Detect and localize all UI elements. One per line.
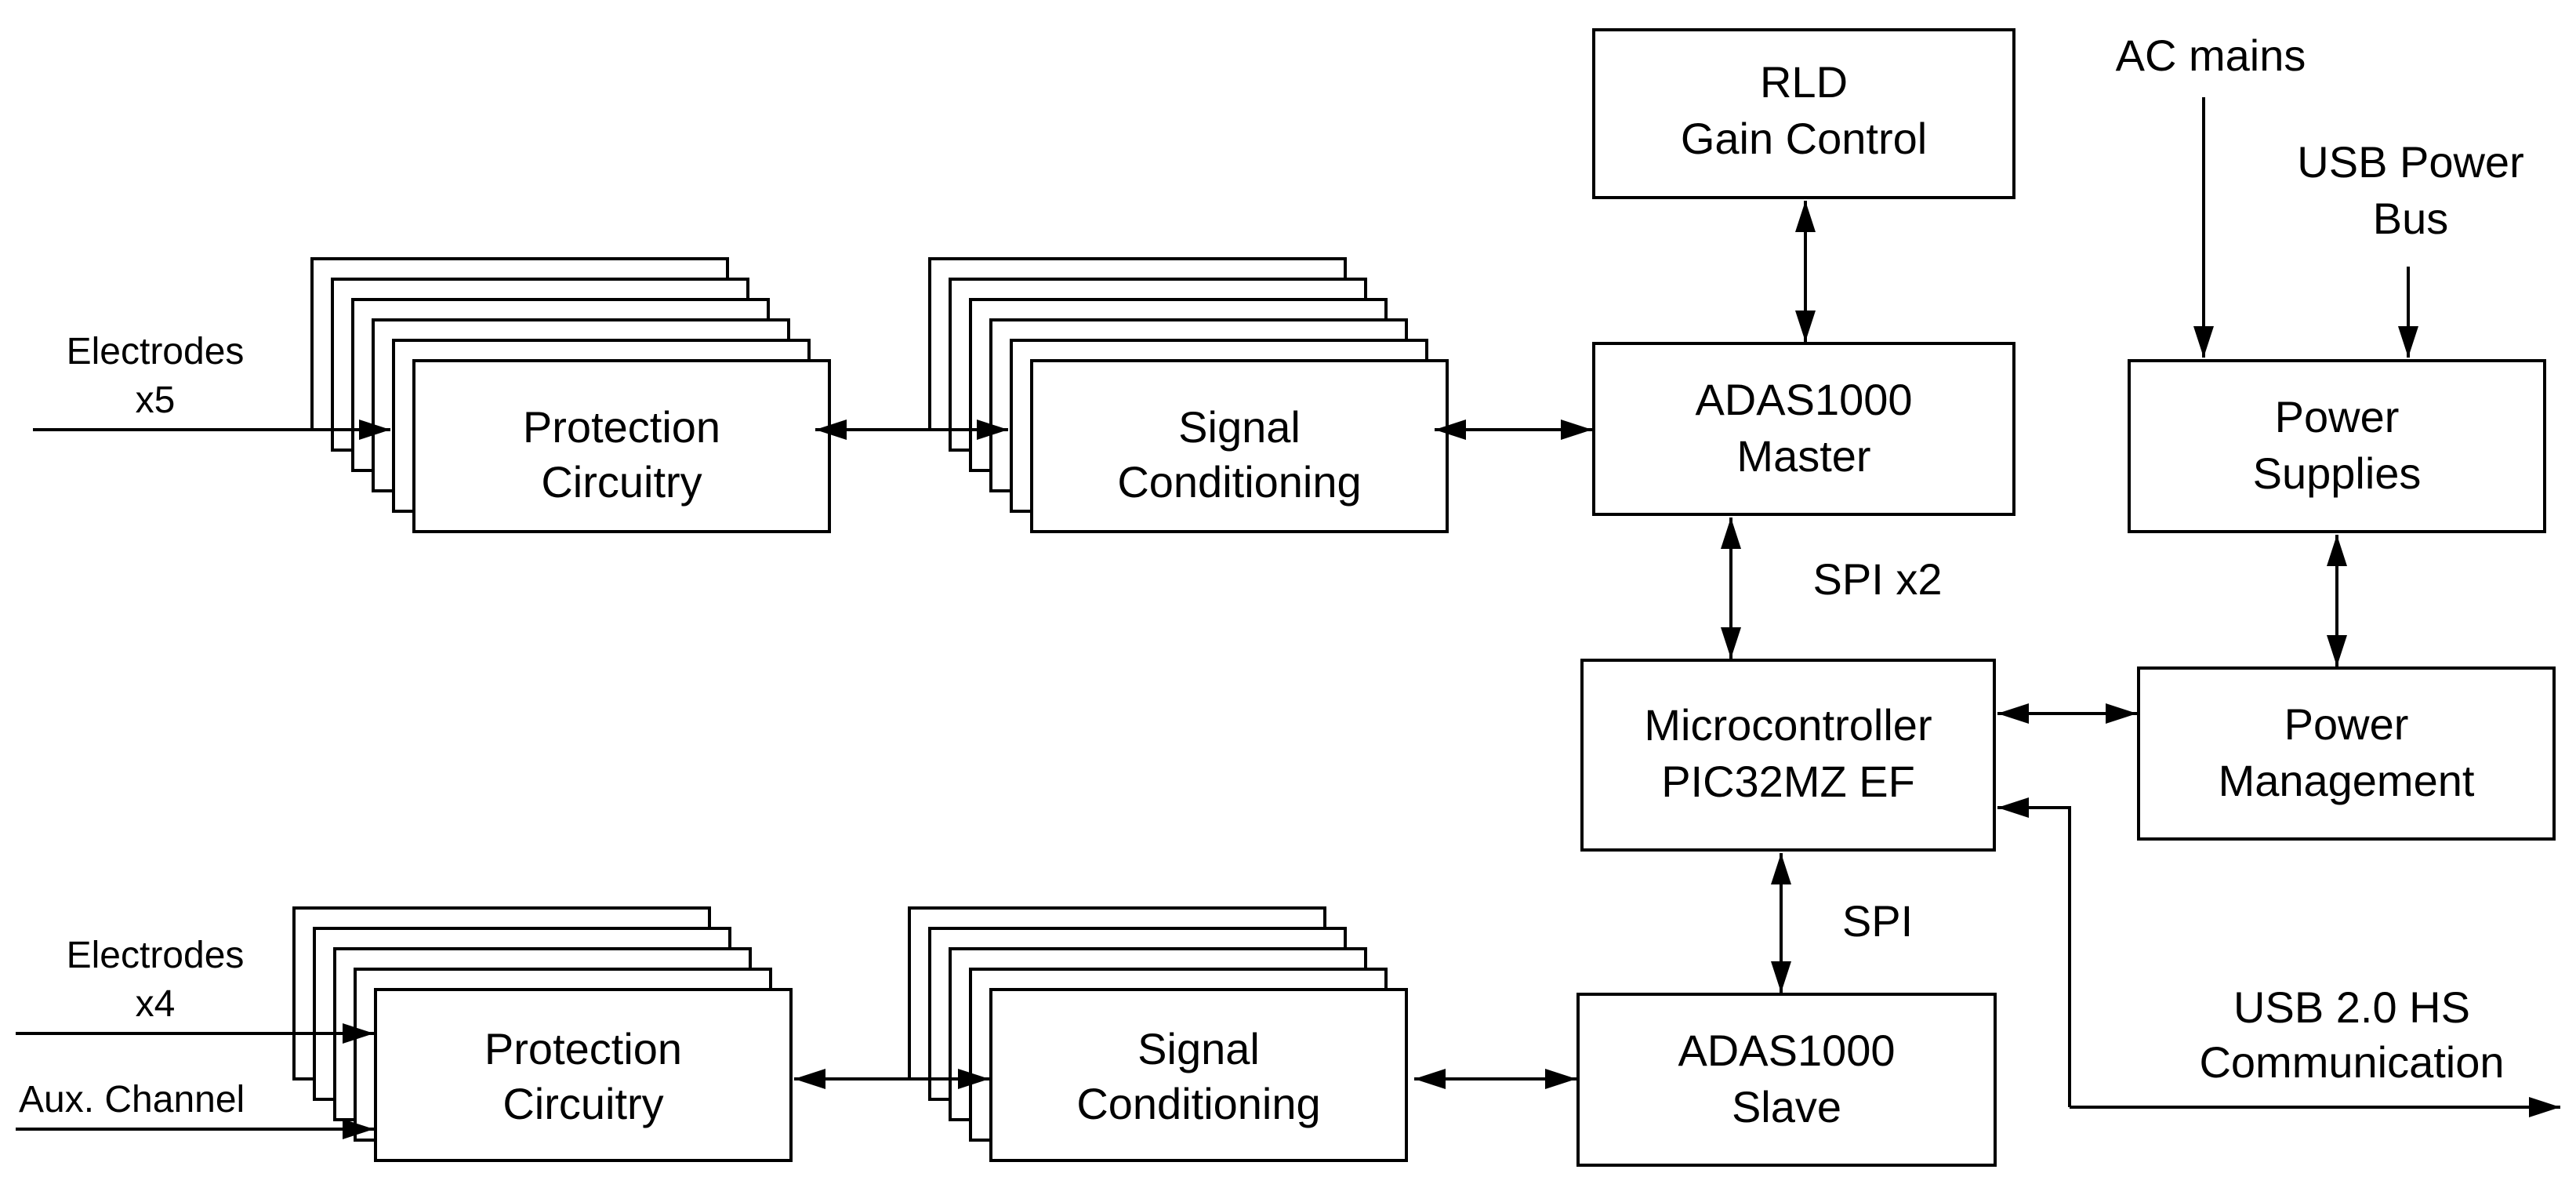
signal-conditioning-top-box <box>1030 359 1449 533</box>
adas-master-line2: Master <box>1736 431 1870 481</box>
adas-master-line1: ADAS1000 <box>1695 375 1912 424</box>
adas-slave-line1: ADAS1000 <box>1678 1026 1895 1075</box>
mcu-line2: PIC32MZ EF <box>1661 757 1915 806</box>
ac-mains-label: AC mains <box>2116 31 2306 80</box>
protection-top-line1: Protection <box>523 402 720 452</box>
protection-top-line2: Circuitry <box>541 457 702 507</box>
electrodes-top-label-line1: Electrodes <box>67 331 245 372</box>
rld-line2: Gain Control <box>1681 114 1927 163</box>
mcu-line1: Microcontroller <box>1644 700 1932 750</box>
adas1000-master-box <box>1592 342 2015 516</box>
protection-circuitry-bottom-box <box>374 988 793 1162</box>
aux-channel-label: Aux. Channel <box>19 1079 245 1120</box>
signal-bottom-line2: Conditioning <box>1076 1079 1320 1128</box>
rld-gain-control-box <box>1592 28 2015 199</box>
power-mgmt-line2: Management <box>2219 756 2475 805</box>
adas1000-slave-box <box>1576 993 1997 1167</box>
protection-circuitry-bottom-stack: Protection Circuitry <box>292 906 793 1162</box>
signal-conditioning-bottom-stack: Signal Conditioning <box>908 906 1408 1162</box>
protection-circuitry-top-stack: Protection Circuitry <box>310 257 831 533</box>
power-management-block: Power Management <box>2137 666 2556 841</box>
usb-comm-label-line2: Communication <box>2199 1037 2504 1087</box>
adas-slave-line2: Slave <box>1732 1082 1841 1131</box>
signal-bottom-line1: Signal <box>1137 1024 1260 1073</box>
rld-gain-control-block: RLD Gain Control <box>1592 28 2015 199</box>
spi-label: SPI <box>1842 896 1913 946</box>
adas1000-slave-block: ADAS1000 Slave <box>1576 993 1997 1167</box>
usb-power-label-line1: USB Power <box>2297 137 2523 187</box>
microcontroller-block: Microcontroller PIC32MZ EF <box>1580 659 1996 852</box>
signal-conditioning-top-stack: Signal Conditioning <box>928 257 1449 533</box>
power-supplies-box <box>2128 359 2546 533</box>
signal-top-line2: Conditioning <box>1117 457 1361 507</box>
rld-line1: RLD <box>1760 57 1848 107</box>
spi-x2-label: SPI x2 <box>1813 554 1943 604</box>
adas1000-master-block: ADAS1000 Master <box>1592 342 2015 516</box>
power-supplies-block: Power Supplies <box>2128 359 2546 533</box>
microcontroller-box <box>1580 659 1996 852</box>
protection-bottom-line1: Protection <box>484 1024 682 1073</box>
signal-top-line1: Signal <box>1178 402 1301 452</box>
signal-conditioning-bottom-box <box>989 988 1408 1162</box>
usb-power-label-line2: Bus <box>2373 194 2449 243</box>
power-supplies-line1: Power <box>2275 392 2400 441</box>
usb-comm-label-line1: USB 2.0 HS <box>2233 982 2470 1032</box>
power-supplies-line2: Supplies <box>2253 449 2422 498</box>
electrodes-top-label-line2: x5 <box>136 380 176 421</box>
protection-bottom-line2: Circuitry <box>503 1079 663 1128</box>
protection-circuitry-top-box <box>412 359 831 533</box>
electrodes-bottom-label-line2: x4 <box>136 983 176 1025</box>
usb-comm-to-mcu-arrow <box>1997 797 2071 1107</box>
power-mgmt-line1: Power <box>2284 699 2409 749</box>
power-management-box <box>2137 666 2556 841</box>
electrodes-bottom-label-line1: Electrodes <box>67 935 245 976</box>
